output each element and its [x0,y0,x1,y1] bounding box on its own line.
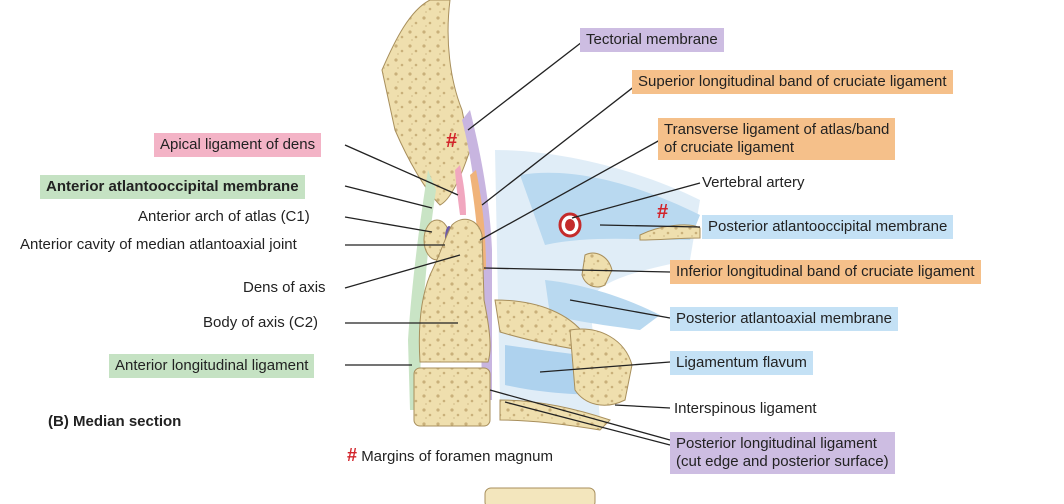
label-anterior-longitudinal-ligament: Anterior longitudinal ligament [109,354,315,378]
apical-ligament-shape [455,165,466,215]
occipital-squama-shape [639,224,701,241]
label-tectorial-membrane: Tectorial membrane [580,28,724,52]
label-transverse-ligament-line1: Transverse ligament of atlas/band [664,121,890,138]
hash-marker-anterior: # [446,130,458,152]
label-body-of-axis: Body of axis (C2) [203,314,319,331]
legend-hash-symbol: # [347,445,358,465]
leader-lines [344,41,701,446]
label-posterior-longitudinal-line2: (cut edge and posterior surface) [676,453,889,470]
c4-body-shape [484,487,596,504]
label-ligamentum-flavum: Ligamentum flavum [670,351,813,375]
label-transverse-ligament-line2: of cruciate ligament [664,139,795,156]
hash-marker-posterior: # [657,201,669,223]
label-apical-ligament: Apical ligament of dens [154,133,322,157]
legend-foramen-magnum: # Margins of foramen magnum [347,446,553,466]
label-posterior-longitudinal-ligament: Posterior longitudinal ligament (cut edg… [670,432,895,474]
label-superior-longitudinal-band: Superior longitudinal band of cruciate l… [632,70,953,94]
posterior-atlantoaxial-membrane-shape [545,280,660,330]
label-dens-of-axis: Dens of axis [243,279,326,296]
label-transverse-ligament: Transverse ligament of atlas/band of cru… [658,118,896,160]
c3-body-shape [413,367,491,427]
figure-caption: (B) Median section [48,413,182,430]
label-interspinous-ligament: Interspinous ligament [674,400,817,417]
label-vertebral-artery: Vertebral artery [702,174,805,191]
occipital-bone-shape [381,0,471,206]
label-inferior-longitudinal-band: Inferior longitudinal band of cruciate l… [670,260,981,284]
label-anterior-arch-atlas: Anterior arch of atlas (C1) [138,208,310,225]
label-posterior-atlantoaxial-membrane: Posterior atlantoaxial membrane [670,307,898,331]
label-anterior-cavity: Anterior cavity of median atlantoaxial j… [20,236,297,253]
label-anterior-atlantooccipital-membrane: Anterior atlantooccipital membrane [40,175,305,199]
label-posterior-longitudinal-line1: Posterior longitudinal ligament [676,435,877,452]
vertebral-artery-lumen [565,219,575,231]
label-posterior-atlantooccipital-membrane: Posterior atlantooccipital membrane [702,215,954,239]
legend-text: Margins of foramen magnum [361,448,553,465]
